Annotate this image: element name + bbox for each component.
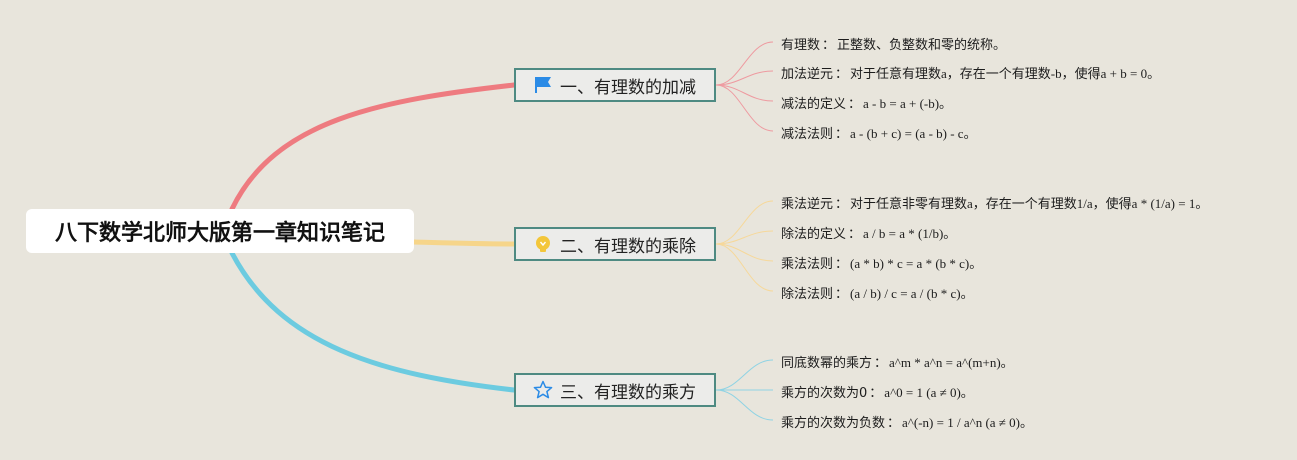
connector-branch-3 [229,250,517,393]
leaf-node[interactable]: 除法法则：(a / b) / c = a / (b * c)。 [781,286,974,302]
branch-node-1[interactable]: 一、有理数的加减 [514,68,716,102]
leaf-node[interactable]: 减法法则：a - (b + c) = (a - b) - c。 [781,126,977,142]
leaf-node[interactable]: 加法逆元：对于任意有理数a，存在一个有理数-b，使得a + b = 0。 [781,66,1161,82]
leaf-connectors-branch-3 [715,359,774,421]
branch-label-1: 一、有理数的加减 [560,77,696,98]
leaf-node[interactable]: 乘法法则：(a * b) * c = a * (b * c)。 [781,256,983,272]
leaf-connectors-branch-2 [715,200,774,292]
flag-icon [532,74,554,96]
branch-label-2: 二、有理数的乘除 [560,236,696,257]
leaf-connectors-branch-1 [715,41,774,132]
star-icon [532,379,554,401]
leaf-node[interactable]: 同底数幂的乘方：a^m * a^n = a^(m+n)。 [781,355,1014,371]
branch-node-3[interactable]: 三、有理数的乘方 [514,373,716,407]
leaf-node[interactable]: 除法的定义：a / b = a * (1/b)。 [781,226,957,242]
branch-node-2[interactable]: 二、有理数的乘除 [514,227,716,261]
leaf-node[interactable]: 有理数：正整数、负整数和零的统称。 [781,37,1007,53]
root-node[interactable]: 八下数学北师大版第一章知识笔记 [26,209,414,253]
connector-branch-1 [229,82,517,212]
leaf-node[interactable]: 乘方的次数为负数：a^(-n) = 1 / a^n (a ≠ 0)。 [781,415,1034,431]
root-title: 八下数学北师大版第一章知识笔记 [54,221,385,246]
branch-label-3: 三、有理数的乘方 [560,382,696,403]
leaf-node[interactable]: 乘法逆元：对于任意非零有理数a，存在一个有理数1/a，使得a * (1/a) =… [781,196,1209,212]
leaf-node[interactable]: 减法的定义：a - b = a + (-b)。 [781,96,953,112]
lightbulb-icon [532,233,554,255]
connector-branch-2 [411,239,517,247]
leaf-node[interactable]: 乘方的次数为0：a^0 = 1 (a ≠ 0)。 [781,385,974,401]
